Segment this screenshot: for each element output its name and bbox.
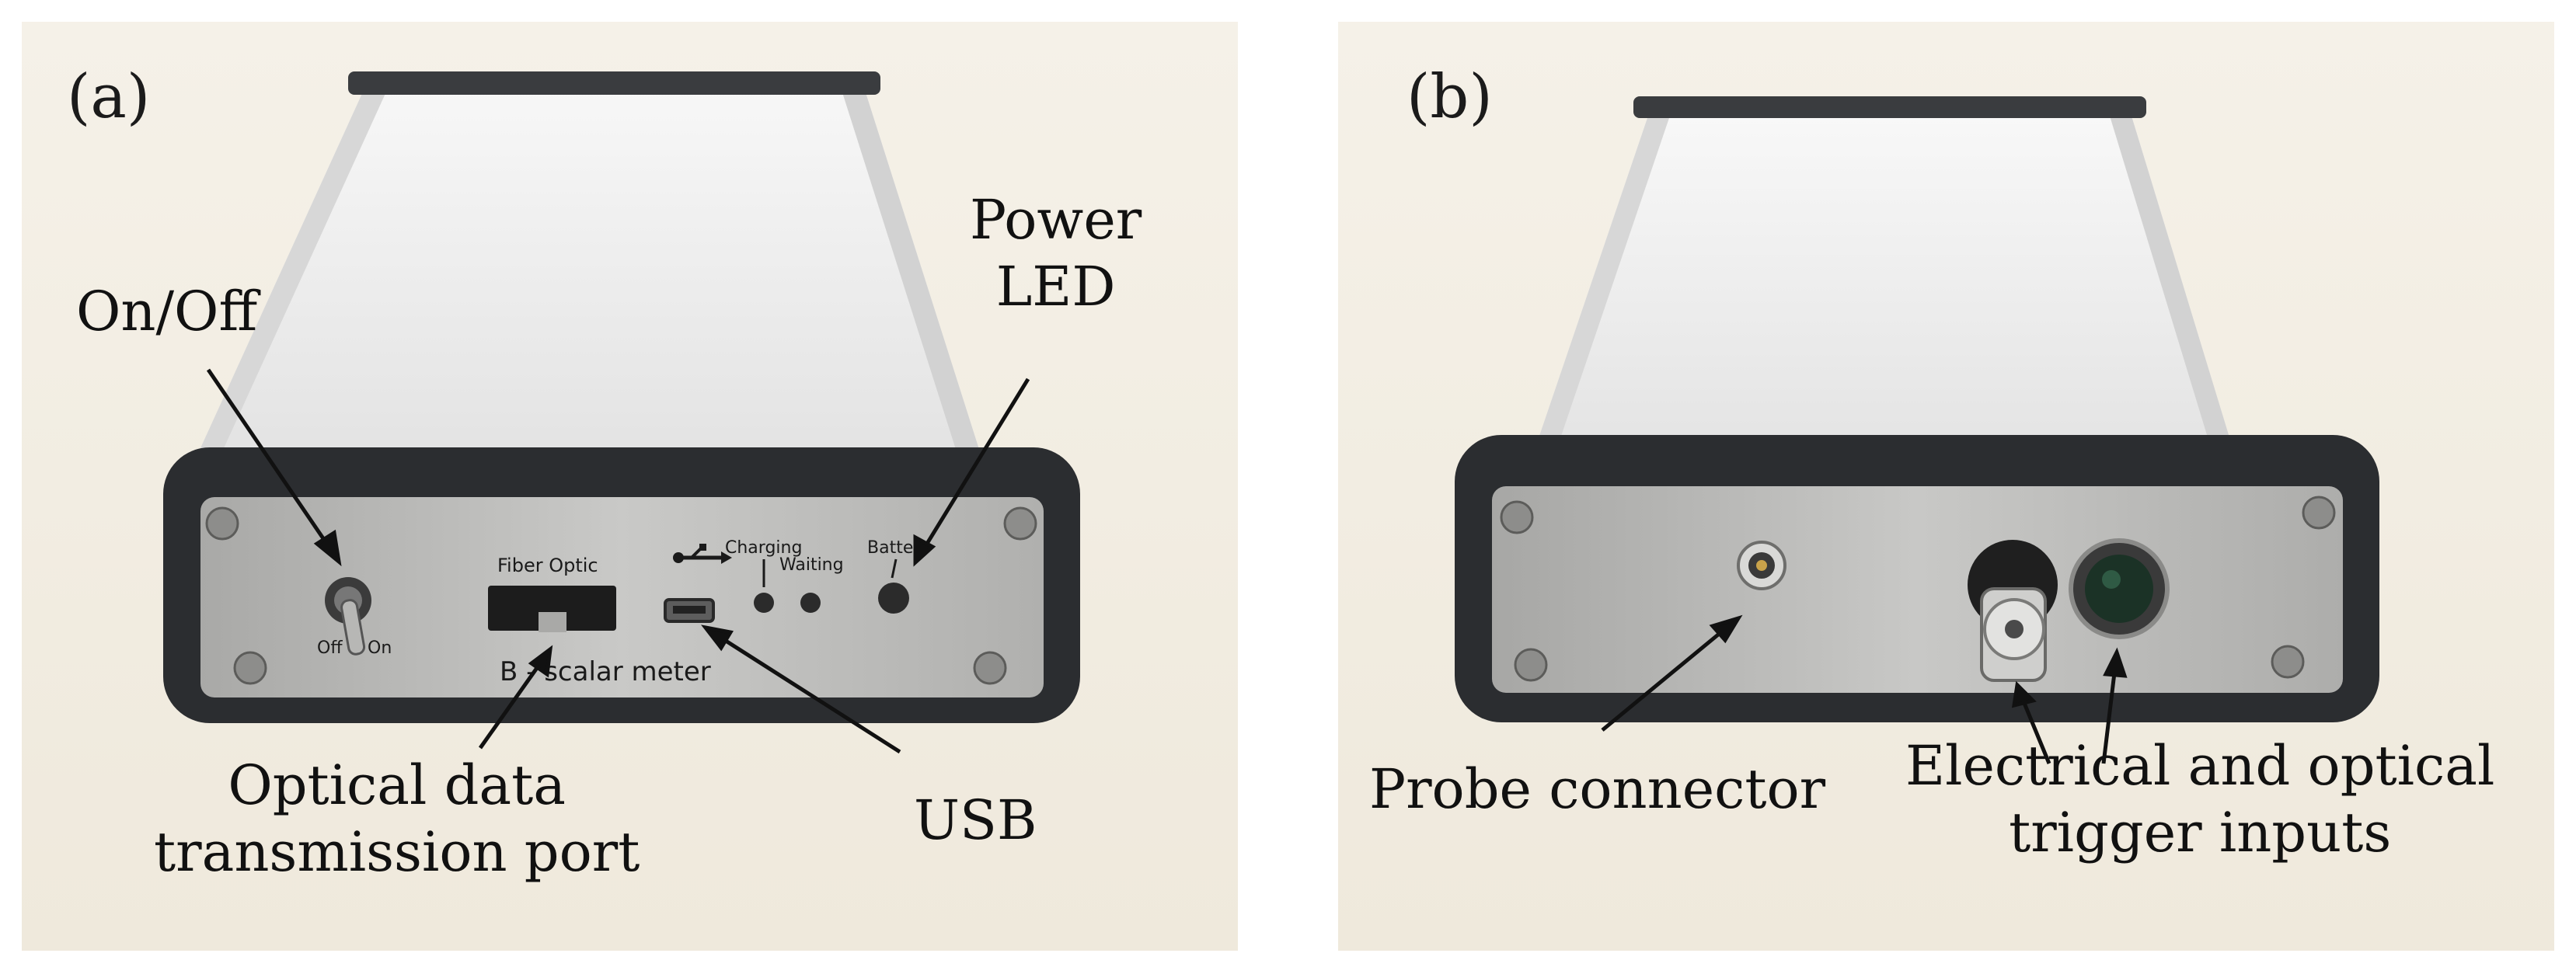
- usb-port-icon: [664, 598, 715, 623]
- switch-off-label: Off: [317, 638, 343, 658]
- optical-trigger-icon: [2069, 538, 2170, 639]
- callout-usb: USB: [914, 788, 1037, 852]
- callout-probe-connector: Probe connector: [1369, 757, 1826, 821]
- enclosure-body: [197, 90, 981, 457]
- callout-arrows: [1601, 614, 2128, 764]
- screw-icon: [205, 506, 1037, 685]
- callout-optical-port-line-2: transmission port: [154, 820, 640, 884]
- panel-letter-b: (b): [1407, 62, 1493, 132]
- enclosure-body: [1536, 113, 2232, 445]
- bnc-connector-icon: [1968, 540, 2058, 682]
- callout-arrows: [206, 368, 1030, 754]
- callout-power-led-line-2: LED: [995, 255, 1116, 318]
- rear-faceplate: [1492, 486, 2343, 693]
- battery-label: Batte: [867, 538, 913, 558]
- callout-trigger-inputs: Electrical and optical trigger inputs: [1905, 732, 2494, 866]
- callout-optical-port-line-1: Optical data: [228, 753, 566, 817]
- callout-optical-port: Optical data transmission port: [154, 752, 640, 885]
- callout-power-led-line-1: Power: [970, 188, 1142, 252]
- photo-panel-b: (b) Probe connector Electrical and optic…: [1338, 22, 2554, 951]
- fiber-optic-label: Fiber Optic: [497, 555, 598, 576]
- device-back-photo: [1338, 22, 2554, 951]
- charging-label: Charging: [725, 538, 802, 558]
- device-front-photo: Off On Fiber Optic Charging Waiting Batt…: [22, 22, 1238, 951]
- photo-panel-a: Off On Fiber Optic Charging Waiting Batt…: [22, 22, 1238, 951]
- device-name-label: B - scalar meter: [500, 656, 711, 687]
- usb-symbol-icon: [673, 544, 732, 564]
- callout-on-off: On/Off: [76, 280, 258, 343]
- screw-icon: [1500, 496, 2336, 682]
- led-icon: [754, 558, 909, 614]
- fiber-optic-port-icon: [488, 586, 616, 632]
- toggle-switch-icon: [325, 577, 371, 656]
- panel-letter-a: (a): [67, 62, 151, 132]
- switch-on-label: On: [368, 638, 392, 658]
- waiting-label: Waiting: [779, 555, 844, 575]
- callout-power-led: Power LED: [970, 186, 1142, 320]
- faceplate: [200, 497, 1044, 697]
- callout-trigger-inputs-line-1: Electrical and optical: [1905, 734, 2495, 798]
- probe-connector-icon: [1737, 541, 1786, 590]
- callout-trigger-inputs-line-2: trigger inputs: [2009, 801, 2392, 864]
